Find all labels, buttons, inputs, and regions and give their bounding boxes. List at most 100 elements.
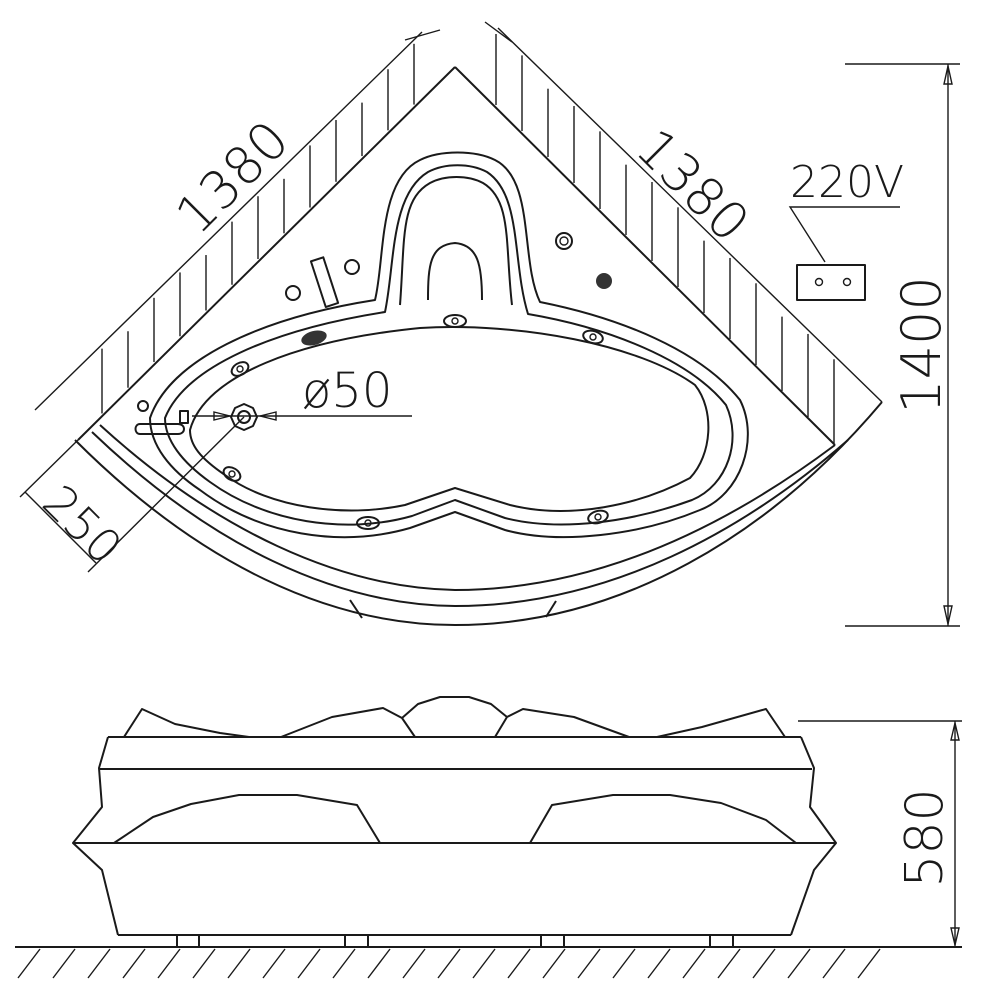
jet-icon: [230, 361, 250, 377]
floor-hatch-line: [227, 948, 251, 979]
right-dimension-tick: [484, 21, 513, 43]
right-dimension-line: [497, 27, 883, 403]
height-arrow-top: [950, 722, 960, 741]
basin-floor: [189, 326, 710, 512]
left-length-label: 1380: [165, 110, 301, 246]
front-rim-inner: [99, 424, 836, 591]
floor-hatch-line: [682, 948, 706, 979]
wall-hatching: [101, 34, 835, 443]
drain-icon: [230, 403, 258, 431]
headrest-outline: [399, 176, 513, 306]
floor-hatch-line: [87, 948, 111, 979]
jet-center: [364, 519, 372, 527]
headrest-inner: [427, 242, 483, 301]
drain-lever-mount: [179, 410, 189, 424]
depth-arrow-bottom: [943, 605, 953, 625]
basin-rim-outer: [149, 151, 749, 539]
handle-bar-icon: [309, 256, 340, 308]
left-dimension-line: [34, 31, 423, 411]
fitting-hole-icon: [285, 285, 301, 301]
support-feet: [176, 934, 734, 948]
suction-grill-icon: [301, 330, 327, 346]
floor-hatch-line: [472, 948, 496, 979]
whirlpool-jets: [222, 314, 609, 530]
floor-hatching: [17, 948, 881, 979]
basin-rim-inner: [164, 164, 734, 526]
side-ridge-right: [656, 708, 786, 738]
drain-diameter-label: ø50: [302, 363, 392, 419]
floor-hatch-line: [612, 948, 636, 979]
top-view: ø50 250 1380 1380 220V 1400: [19, 21, 960, 627]
side-right-profile: [790, 736, 837, 936]
socket-hole-icon: [814, 277, 824, 287]
floor-hatch-line: [857, 948, 881, 979]
jet-icon: [356, 516, 380, 530]
jet-icon: [582, 329, 604, 345]
jet-center: [594, 513, 602, 521]
floor-hatch-line: [787, 948, 811, 979]
floor-hatch-line: [577, 948, 601, 979]
front-rim-outer: [74, 401, 883, 626]
floor-hatch-line: [297, 948, 321, 979]
depth-arrow-top: [943, 65, 953, 85]
right-length-label: 1380: [624, 118, 760, 254]
floor-hatch-line: [157, 948, 181, 979]
drain-arrow-left: [213, 411, 231, 421]
jet-center: [236, 365, 244, 373]
rim-extension-line: [19, 439, 79, 498]
floor-hatch-line: [367, 948, 391, 979]
height-arrow-bottom: [950, 927, 960, 946]
side-left-profile: [72, 736, 119, 936]
jet-center: [451, 317, 459, 325]
drain-arrow-right: [259, 411, 277, 421]
rim-notch-left: [349, 599, 363, 619]
floor-hatch-line: [752, 948, 776, 979]
side-ridge-center-right: [494, 708, 630, 738]
socket-hole-icon: [842, 277, 852, 287]
jet-icon: [443, 314, 467, 328]
left-dimension-tick: [404, 29, 441, 41]
support-foot: [344, 934, 369, 948]
floor-hatch-line: [122, 948, 146, 979]
side-seat-right: [529, 794, 797, 844]
floor-hatch-line: [822, 948, 846, 979]
jet-center: [589, 333, 597, 341]
front-rim-middle: [91, 431, 849, 607]
fitting-hole-icon: [344, 259, 360, 275]
rim-notch-right: [545, 600, 557, 618]
drain-center: [237, 410, 251, 424]
tub-right-wall: [454, 66, 836, 446]
power-socket-box: [796, 264, 866, 301]
floor-hatch-line: [332, 948, 356, 979]
rim-dimension-line: [24, 491, 97, 564]
drain-lever-icon: [134, 423, 185, 435]
tub-left-wall: [77, 66, 456, 441]
side-ridge-left: [123, 708, 250, 738]
jet-icon: [587, 509, 609, 525]
side-view: 580: [15, 696, 962, 979]
floor-hatch-line: [437, 948, 461, 979]
depth-label: 1400: [890, 276, 953, 413]
jet-center: [228, 470, 236, 478]
floor-hatch-line: [647, 948, 671, 979]
floor-hatch-line: [542, 948, 566, 979]
floor-hatch-line: [52, 948, 76, 979]
control-button-icon: [596, 273, 612, 289]
height-label: 580: [895, 788, 955, 887]
air-button-center: [559, 236, 569, 246]
side-seat-left: [113, 794, 381, 844]
power-leader-line: [788, 206, 900, 263]
floor-hatch-line: [717, 948, 741, 979]
floor-hatch-line: [17, 948, 41, 979]
jet-icon: [222, 466, 242, 482]
support-foot: [709, 934, 734, 948]
air-button-icon: [555, 232, 573, 250]
side-ridge-center-left: [280, 707, 416, 738]
drain-diagonal-line: [87, 416, 245, 573]
floor-hatch-line: [507, 948, 531, 979]
power-label: 220V: [790, 157, 904, 208]
side-headrest: [401, 696, 508, 719]
support-foot: [540, 934, 565, 948]
